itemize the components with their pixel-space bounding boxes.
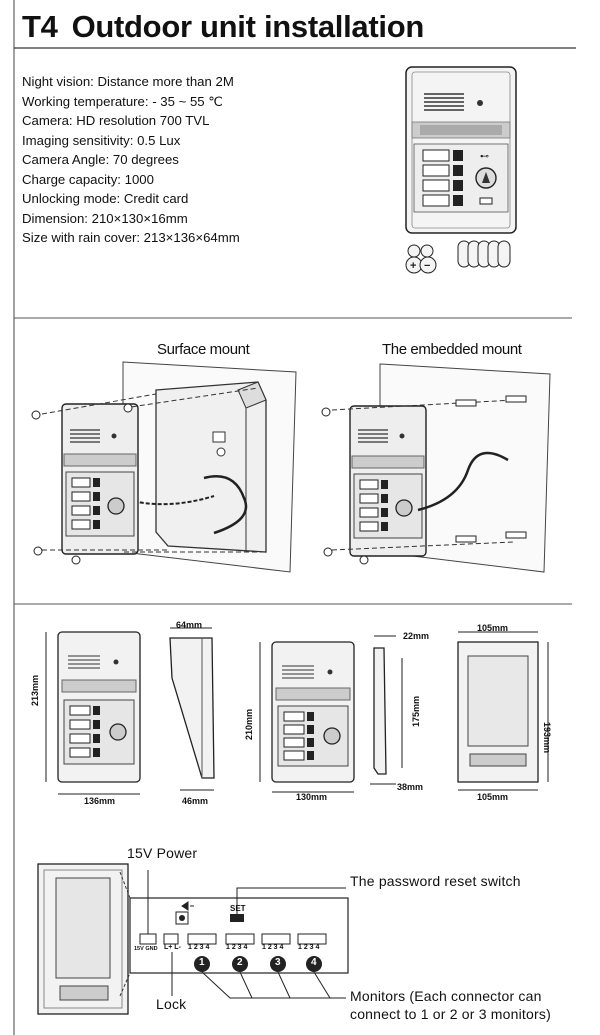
connector-2-number: 2 — [237, 957, 243, 968]
wiring-illustration — [37, 863, 349, 1015]
dim-side-top: 22mm — [403, 631, 430, 641]
surface-mount-illustration — [31, 361, 297, 573]
embedded-mount-label: The embedded mount — [382, 341, 522, 358]
svg-text:⊷: ⊷ — [480, 151, 489, 161]
dim-back-width-top: 105mm — [477, 623, 509, 633]
dim-back-height: 193mm — [542, 722, 552, 754]
spec-night-vision: Night vision: Distance more than 2M — [22, 74, 234, 89]
lock-label: Lock — [156, 996, 187, 1012]
dim-front-cover-width: 136mm — [84, 796, 116, 806]
reset-switch-label: The password reset switch — [350, 873, 521, 889]
connector-4-number: 4 — [311, 957, 317, 968]
embedded-mount-illustration — [321, 363, 551, 573]
spec-imaging-sensitivity: Imaging sensitivity: 0.5 Lux — [22, 132, 181, 148]
lock-pins-label: L+ L- — [164, 944, 181, 951]
monitors-label-line2: connect to 1 or 2 or 3 monitors) — [350, 1006, 551, 1022]
dimension-drawings — [45, 627, 549, 795]
section-code: T4 — [22, 9, 58, 44]
dim-front-width: 130mm — [296, 792, 328, 802]
connector-3-number: 3 — [275, 957, 281, 968]
spec-dimension: Dimension: 210×130×16mm — [22, 210, 188, 226]
monitor1-pins-label: 1 2 3 4 — [188, 944, 210, 951]
dim-side-height: 175mm — [411, 695, 421, 727]
page-title: T4 Outdoor unit installation — [22, 9, 424, 45]
power-label: 15V Power — [127, 845, 198, 861]
spec-working-temperature: Working temperature: - 35 ~ 55 ℃ — [22, 93, 224, 109]
spec-camera: Camera: HD resolution 700 TVL — [22, 113, 210, 128]
power-pins-label: 15V GND — [134, 946, 158, 952]
spec-charge-capacity: Charge capacity: 1000 — [22, 171, 154, 187]
monitors-label-line1: Monitors (Each connector can — [350, 988, 542, 1004]
set-label: SET — [230, 904, 246, 913]
spec-size-with-rain-cover: Size with rain cover: 213×136×64mm — [22, 230, 240, 245]
monitor2-pins-label: 1 2 3 4 — [226, 944, 248, 951]
outdoor-unit-illustration: ⊷ + − — [405, 66, 517, 274]
svg-text:−: − — [424, 260, 430, 272]
spec-camera-angle: Camera Angle: 70 degrees — [22, 152, 179, 167]
dim-front-cover-height: 213mm — [30, 674, 40, 706]
surface-mount-label: Surface mount — [157, 341, 250, 358]
monitor3-pins-label: 1 2 3 4 — [262, 944, 284, 951]
section-title: Outdoor unit installation — [71, 9, 425, 44]
dim-side-cover-base: 46mm — [182, 796, 209, 806]
svg-text:+: + — [410, 260, 416, 272]
connector-1-number: 1 — [199, 957, 205, 968]
dim-back-width-bottom: 105mm — [477, 792, 509, 802]
dim-side-cover-depth: 64mm — [176, 620, 203, 630]
dim-front-height: 210mm — [244, 708, 254, 740]
spec-unlocking-mode: Unlocking mode: Credit card — [22, 191, 189, 206]
dim-side-base: 38mm — [397, 782, 424, 792]
monitor4-pins-label: 1 2 3 4 — [298, 944, 320, 951]
